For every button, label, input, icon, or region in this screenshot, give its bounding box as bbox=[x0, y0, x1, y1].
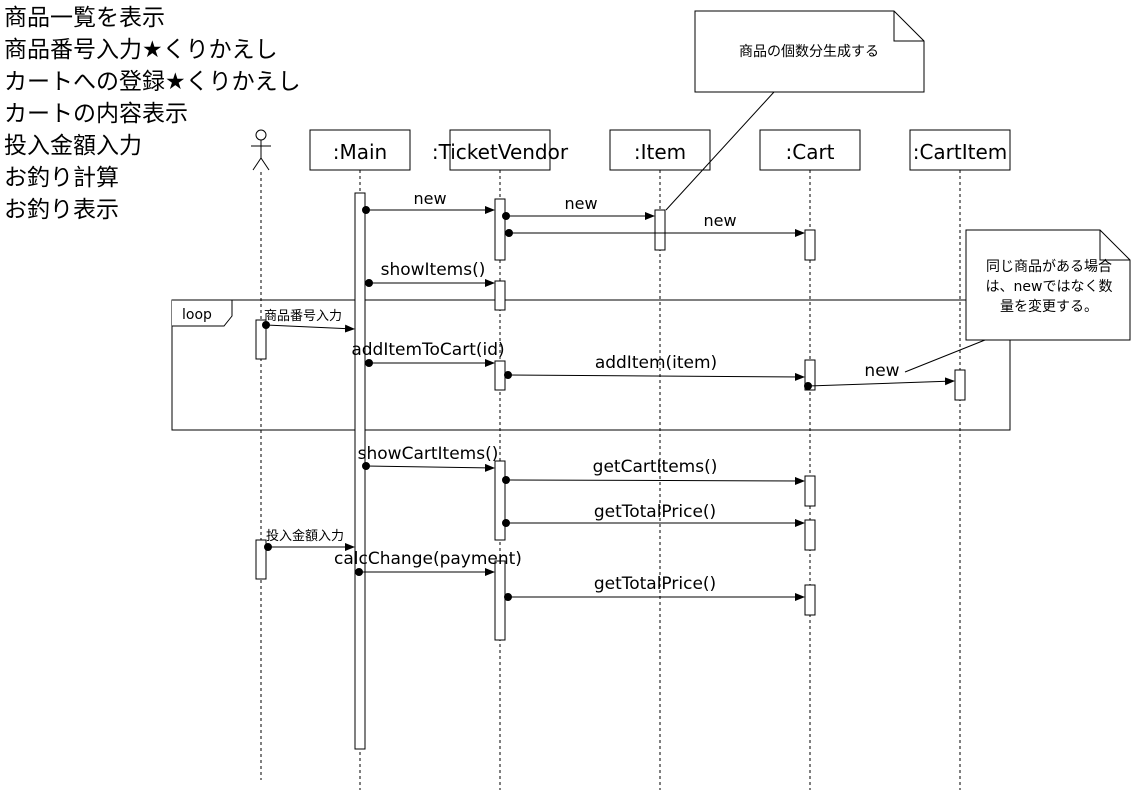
message-input-item-no-label: 商品番号入力 bbox=[264, 309, 342, 324]
activation-vendor-2 bbox=[494, 280, 506, 311]
head-ticket-vendor-label: :TicketVendor bbox=[432, 140, 569, 164]
message-input-item-no: 商品番号入力 bbox=[262, 309, 355, 333]
activation-cart-item bbox=[954, 369, 966, 401]
note-same-item-line-2: は、newではなく数 bbox=[986, 279, 1113, 295]
head-cart: :Cart bbox=[759, 129, 861, 171]
note-same-item: 同じ商品がある場合 は、newではなく数 量を変更する。 bbox=[904, 229, 1131, 373]
activation-cart-2 bbox=[804, 359, 816, 391]
note-generate-text: 商品の個数分生成する bbox=[739, 44, 879, 60]
message-show-items: showItems() bbox=[365, 260, 495, 287]
step-item: カートへの登録★くりかえし bbox=[4, 69, 301, 95]
message-get-cart-items-label: getCartItems() bbox=[593, 457, 718, 477]
activation-actor-1 bbox=[255, 319, 267, 360]
message-input-payment: 投入金額入力 bbox=[264, 528, 355, 551]
step-item: 商品番号入力★くりかえし bbox=[4, 37, 278, 63]
activation-vendor-3 bbox=[494, 360, 506, 391]
activation-cart-1 bbox=[804, 229, 816, 261]
message-add-item: addItem(item) bbox=[504, 353, 805, 381]
step-item: お釣り計算 bbox=[4, 165, 119, 191]
message-get-total-price-1-label: getTotalPrice() bbox=[594, 502, 716, 522]
message-new-cart-label: new bbox=[703, 211, 736, 230]
message-get-total-price-1: getTotalPrice() bbox=[502, 502, 805, 527]
step-item: 投入金額入力 bbox=[4, 133, 142, 159]
head-ticket-vendor: :TicketVendor bbox=[432, 129, 569, 171]
activation-vendor-1 bbox=[494, 198, 506, 261]
message-new-vendor-label: new bbox=[413, 189, 446, 208]
head-item-label: :Item bbox=[634, 140, 686, 164]
message-add-item-label: addItem(item) bbox=[595, 353, 717, 373]
head-item: :Item bbox=[609, 129, 711, 171]
activation-item bbox=[654, 209, 666, 251]
step-item: 商品一覧を表示 bbox=[4, 5, 165, 31]
step-list: 商品一覧を表示 商品番号入力★くりかえし カートへの登録★くりかえし カートの内… bbox=[4, 2, 301, 226]
activation-vendor-5 bbox=[494, 560, 506, 641]
activation-cart-4 bbox=[804, 519, 816, 551]
head-cart-label: :Cart bbox=[785, 140, 834, 164]
message-calc-change-label: calcChange(payment) bbox=[334, 549, 522, 569]
message-get-cart-items: getCartItems() bbox=[502, 457, 805, 485]
activation-main bbox=[354, 192, 366, 750]
head-cart-item: :CartItem bbox=[909, 129, 1011, 171]
message-new-cart-item: new bbox=[804, 361, 955, 390]
head-cart-item-label: :CartItem bbox=[913, 140, 1008, 164]
message-get-total-price-2-label: getTotalPrice() bbox=[594, 574, 716, 594]
message-new-vendor: new bbox=[362, 189, 495, 214]
message-show-cart-items-label: showCartItems() bbox=[358, 444, 499, 464]
head-main: :Main bbox=[309, 129, 411, 171]
loop-label: loop bbox=[182, 307, 212, 323]
message-new-cart: new bbox=[505, 211, 805, 237]
activation-cart-5 bbox=[804, 584, 816, 616]
message-show-cart-items: showCartItems() bbox=[358, 444, 499, 472]
message-input-payment-label: 投入金額入力 bbox=[266, 528, 344, 544]
message-calc-change: calcChange(payment) bbox=[334, 549, 522, 576]
activation-vendor-4 bbox=[494, 460, 506, 541]
activation-actor-2 bbox=[255, 539, 267, 580]
step-item: お釣り表示 bbox=[4, 197, 119, 223]
note-generate: 商品の個数分生成する bbox=[665, 10, 925, 211]
message-new-item: new bbox=[502, 194, 655, 220]
message-show-items-label: showItems() bbox=[381, 260, 486, 280]
note-same-item-line-1: 同じ商品がある場合 bbox=[986, 259, 1112, 275]
message-get-total-price-2: getTotalPrice() bbox=[504, 574, 805, 601]
loop-frame: loop bbox=[171, 299, 1011, 431]
note-same-item-line-3: 量を変更する。 bbox=[1000, 298, 1098, 315]
activation-cart-3 bbox=[804, 475, 816, 507]
head-main-label: :Main bbox=[333, 140, 387, 164]
message-new-item-label: new bbox=[564, 194, 597, 213]
actor-user bbox=[251, 129, 271, 171]
message-add-item-to-cart-label: addItemToCart(id) bbox=[351, 340, 504, 360]
message-add-item-to-cart: addItemToCart(id) bbox=[351, 340, 505, 367]
message-new-cart-item-label: new bbox=[864, 361, 899, 381]
step-item: カートの内容表示 bbox=[4, 101, 188, 127]
